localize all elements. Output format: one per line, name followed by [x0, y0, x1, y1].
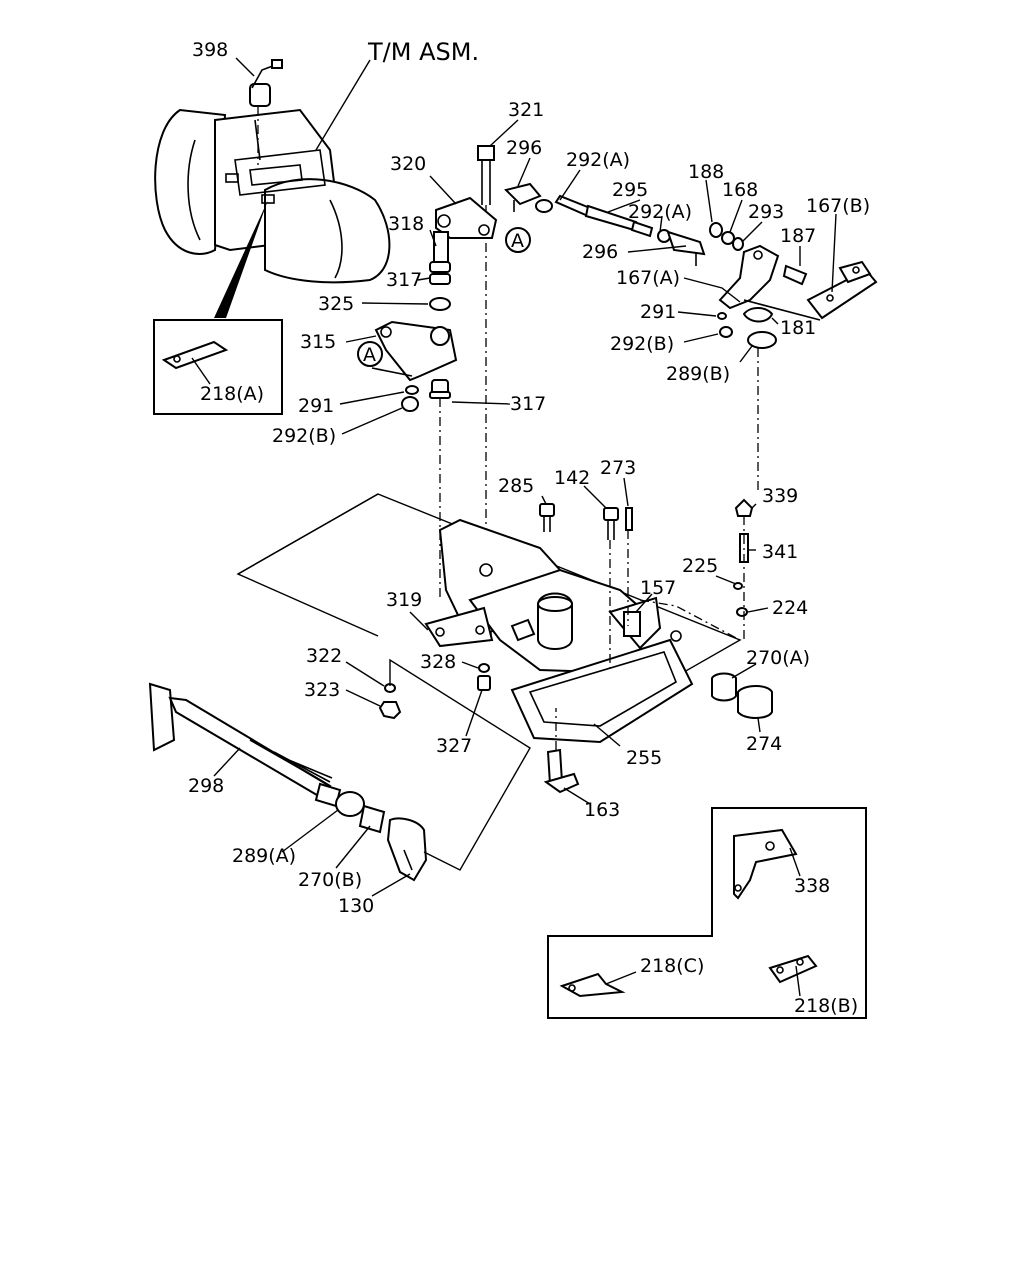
callout-273: 273 — [600, 457, 636, 479]
callout-321: 321 — [508, 99, 544, 121]
transmission-assembly — [154, 108, 391, 284]
callout-325: 325 — [318, 293, 354, 315]
bushings-188-168-293 — [709, 222, 744, 251]
callout-218a: 218(A) — [200, 383, 264, 405]
lever-315 — [371, 320, 458, 382]
callout-318: 318 — [388, 213, 424, 235]
nut-291-292b-left — [401, 385, 419, 412]
callout-338: 338 — [794, 875, 830, 897]
callout-317-upper: 317 — [386, 269, 422, 291]
callout-339: 339 — [762, 485, 798, 507]
rod-end-296-top — [504, 182, 553, 213]
callout-187: 187 — [780, 225, 816, 247]
bushing-289b — [747, 331, 777, 490]
callout-224: 224 — [772, 597, 808, 619]
bushings-270a-274 — [711, 672, 773, 719]
pin-163 — [543, 708, 580, 794]
callout-labels: T/M ASM. 398 321 296 292(A) 320 295 188 … — [188, 38, 870, 1017]
callout-292a-1: 292(A) — [566, 149, 630, 171]
title-tm-asm: T/M ASM. — [367, 38, 479, 66]
callout-296-top: 296 — [506, 137, 542, 159]
callout-341: 341 — [762, 541, 798, 563]
washer-325 — [429, 297, 451, 311]
boundary-line-b — [639, 599, 741, 641]
rod-end-296-bottom — [666, 230, 706, 266]
bushing-317-lower — [429, 379, 451, 600]
ref-circle-a-left — [357, 341, 383, 367]
callout-289a: 289(A) — [232, 845, 296, 867]
callout-398: 398 — [192, 39, 228, 61]
callout-163: 163 — [584, 799, 620, 821]
callout-322: 322 — [306, 645, 342, 667]
callout-218b: 218(B) — [794, 995, 858, 1017]
callout-292b-lower: 292(B) — [272, 425, 336, 447]
tie-line-shaft — [389, 658, 531, 871]
callout-167b: 167(B) — [806, 195, 870, 217]
bolts-285-142-273 — [539, 503, 633, 668]
callout-157: 157 — [640, 577, 676, 599]
shaft-298 — [148, 682, 342, 808]
callout-270a: 270(A) — [746, 647, 810, 669]
callout-320: 320 — [390, 153, 426, 175]
bracket-167a — [718, 244, 821, 321]
boundary-line-a — [236, 493, 379, 637]
nuts-322-323-327-328 — [378, 663, 491, 720]
callout-289b: 289(B) — [666, 363, 730, 385]
small-parts-right — [733, 498, 754, 640]
callout-292a-2: 292(A) — [628, 201, 692, 223]
callout-218c: 218(C) — [640, 955, 704, 977]
inset-218b-218c-338 — [547, 807, 867, 1019]
plate-319 — [424, 606, 494, 648]
ref-a-left: A — [363, 344, 376, 366]
inset-218a — [153, 319, 283, 415]
callout-328: 328 — [420, 651, 456, 673]
bolt-321 — [477, 145, 495, 570]
callout-168: 168 — [722, 179, 758, 201]
callout-315: 315 — [300, 331, 336, 353]
callout-292b-upper: 292(B) — [610, 333, 674, 355]
shift-case — [237, 493, 742, 721]
callout-327: 327 — [436, 735, 472, 757]
callout-255: 255 — [626, 747, 662, 769]
part-398-switch — [249, 59, 283, 165]
callout-274: 274 — [746, 733, 782, 755]
rod-295 — [554, 194, 671, 243]
callout-142: 142 — [554, 467, 590, 489]
callout-317-lower: 317 — [510, 393, 546, 415]
pin-187 — [782, 264, 808, 286]
callout-291-upper: 291 — [640, 301, 676, 323]
inset-pointer — [214, 200, 268, 318]
ref-a-top: A — [511, 230, 524, 252]
callout-298: 298 — [188, 775, 224, 797]
callout-181: 181 — [780, 317, 816, 339]
shaft-parts-289a-270b-130 — [335, 791, 428, 882]
washers-291-181-292b — [717, 307, 774, 338]
callout-295: 295 — [612, 179, 648, 201]
lever-320 — [429, 196, 498, 285]
callout-285: 285 — [498, 475, 534, 497]
callout-293: 293 — [748, 201, 784, 223]
callout-167a: 167(A) — [616, 267, 680, 289]
cover-plate-255 — [510, 638, 694, 744]
callout-291-lower: 291 — [298, 395, 334, 417]
callout-188: 188 — [688, 161, 724, 183]
plate-167b — [806, 260, 878, 320]
callout-296-bottom: 296 — [582, 241, 618, 263]
callout-270b: 270(B) — [298, 869, 362, 891]
callout-323: 323 — [304, 679, 340, 701]
ref-circle-a-top — [505, 227, 531, 253]
callout-225: 225 — [682, 555, 718, 577]
callout-319: 319 — [386, 589, 422, 611]
leader-lines — [213, 57, 837, 997]
callout-130: 130 — [338, 895, 374, 917]
